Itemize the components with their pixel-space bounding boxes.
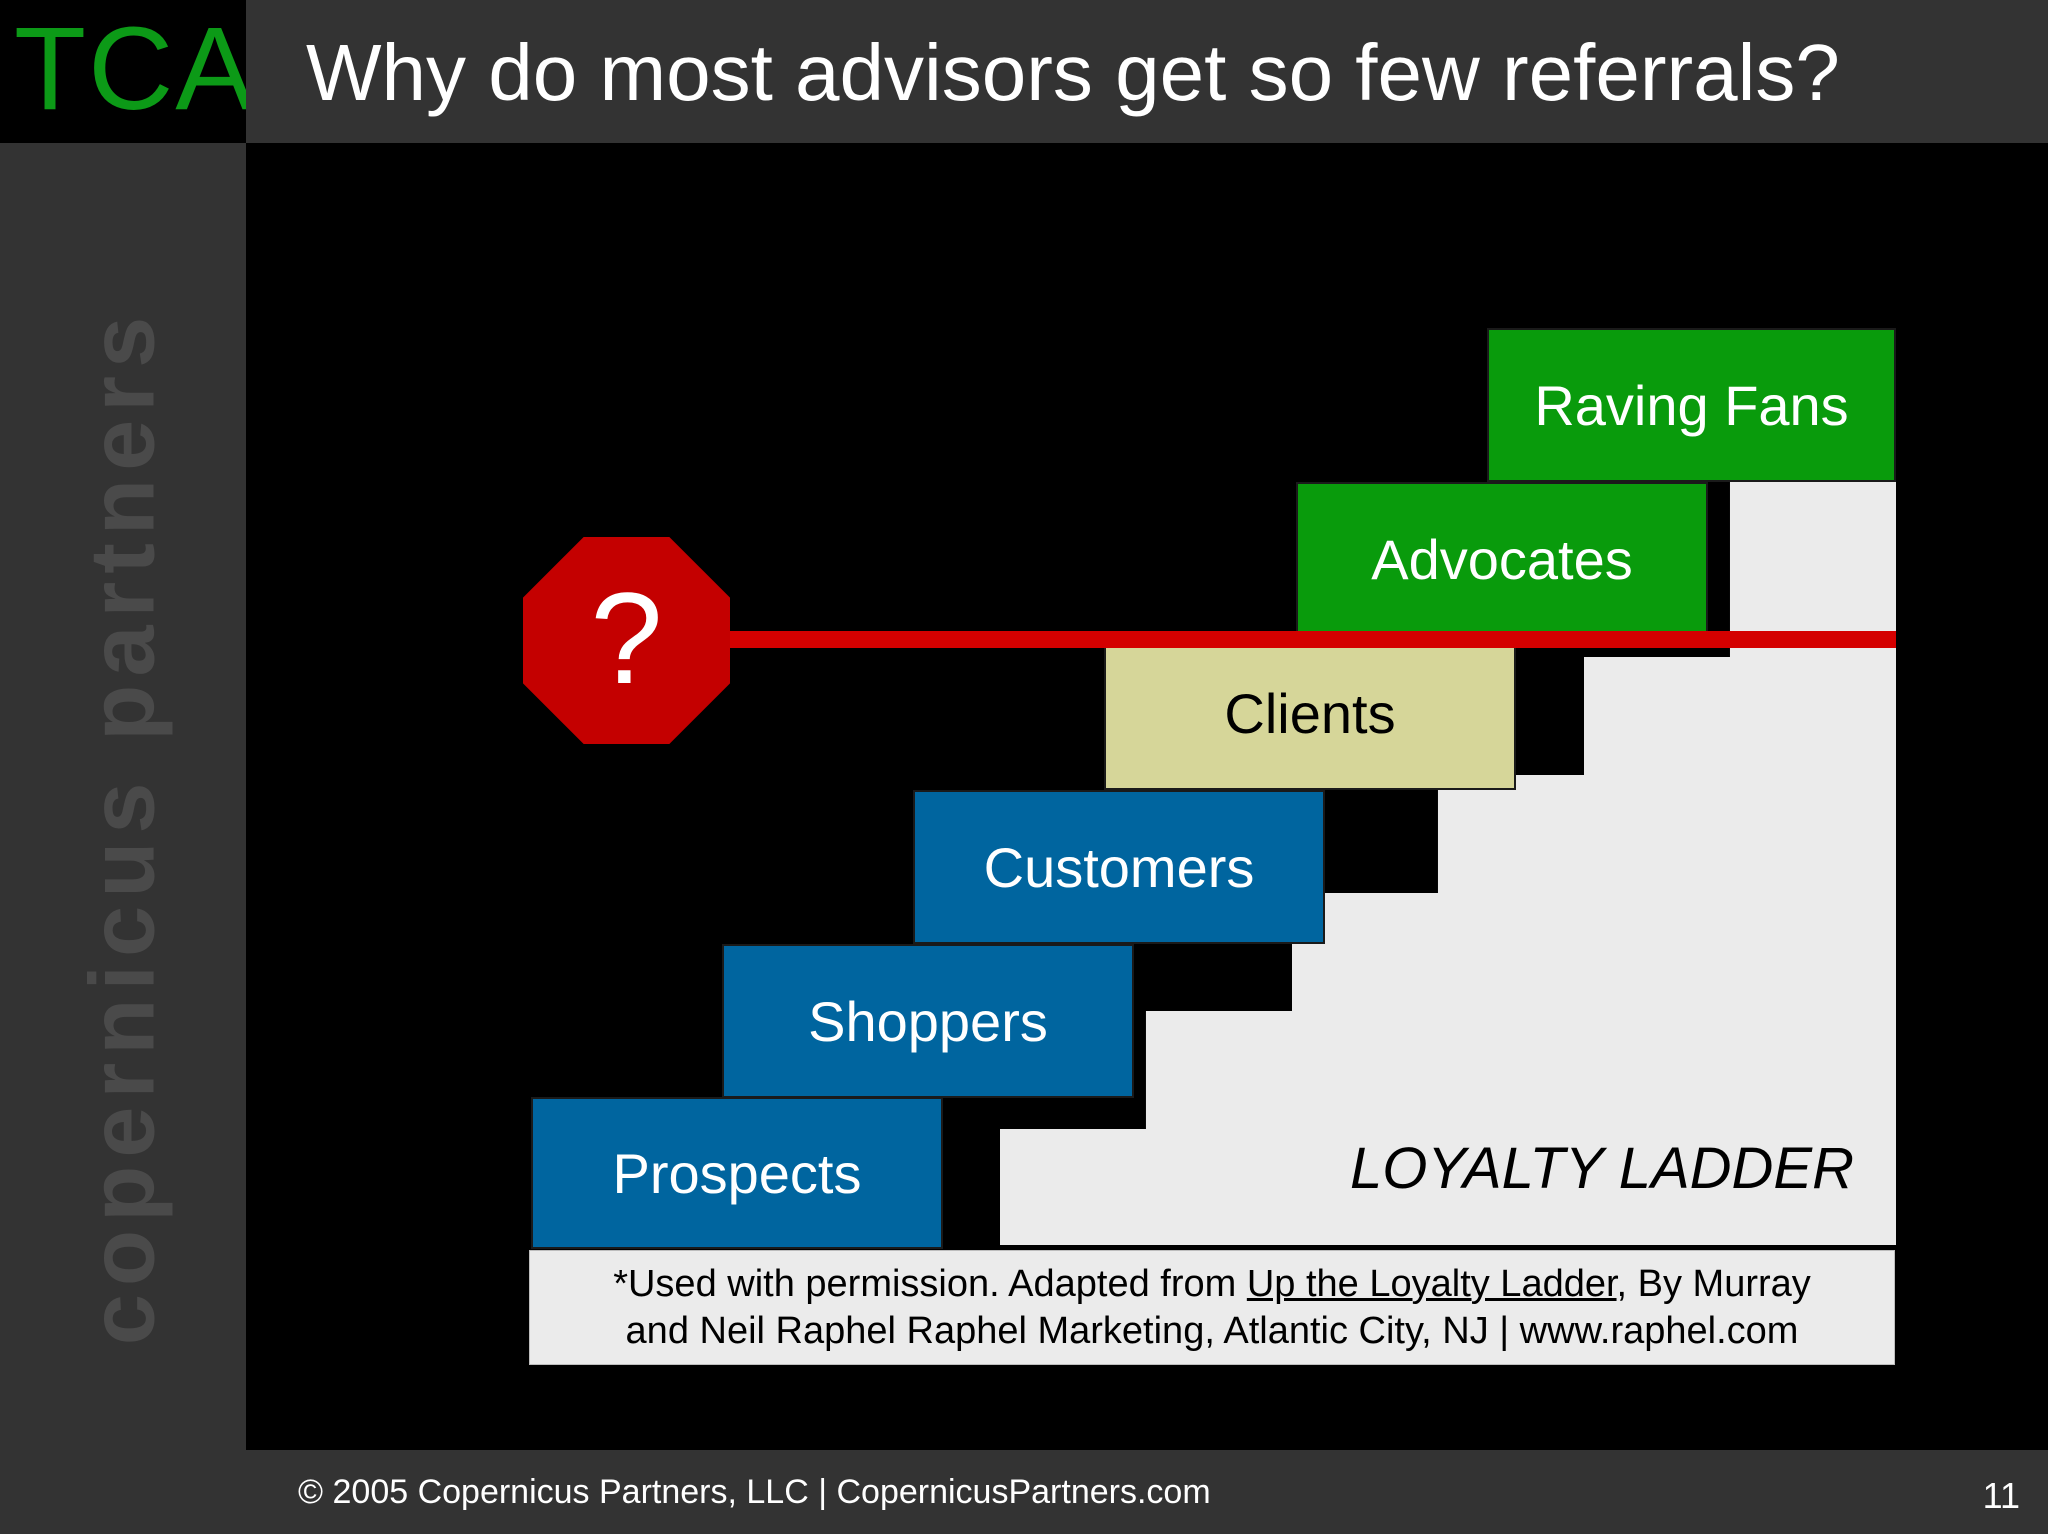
question-mark: ? <box>590 564 663 711</box>
barrier-line <box>700 631 1896 648</box>
side-band <box>0 143 246 1450</box>
step-shoppers: Shoppers <box>722 944 1134 1098</box>
loyalty-ladder-label: LOYALTY LADDER <box>1350 1136 1854 1201</box>
citation-prefix: *Used with permission. Adapted from <box>613 1262 1247 1305</box>
logo-box <box>0 0 246 143</box>
citation-box: *Used with permission. Adapted from Up t… <box>529 1250 1895 1365</box>
footer-copyright: © 2005 Copernicus Partners, LLC | Copern… <box>298 1473 1211 1511</box>
citation-suffix: , By Murray <box>1616 1262 1811 1305</box>
citation-book-title: Up the Loyalty Ladder <box>1246 1262 1617 1305</box>
citation-line-1: *Used with permission. Adapted from Up t… <box>613 1261 1811 1308</box>
step-advocates: Advocates <box>1296 482 1708 636</box>
page-number: 11 <box>1982 1475 2020 1516</box>
slide-title: Why do most advisors get so few referral… <box>306 28 1840 117</box>
title-bar <box>246 0 2048 143</box>
step-prospects: Prospects <box>531 1097 943 1249</box>
step-customers: Customers <box>913 790 1325 944</box>
side-wordmark: copernicus partners <box>71 308 174 1346</box>
logo: TCA <box>14 3 256 135</box>
footer-bar <box>0 1450 2048 1534</box>
citation-line-2: and Neil Raphel Raphel Marketing, Atlant… <box>625 1309 1799 1352</box>
step-clients: Clients <box>1104 636 1516 790</box>
stop-sign-icon: ? <box>523 537 730 744</box>
step-raving-fans: Raving Fans <box>1487 328 1896 482</box>
